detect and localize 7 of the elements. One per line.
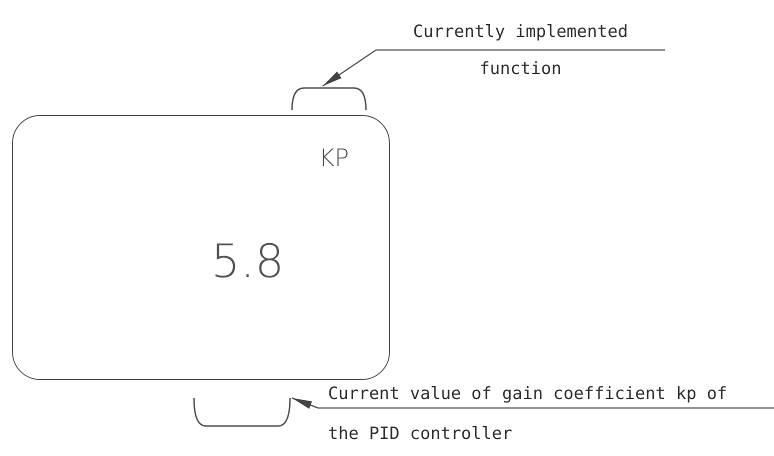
value-readout: 5.8: [211, 234, 284, 288]
display-panel: [12, 115, 390, 380]
callout-text: Current value of gain coefficient kp of the PID controller: [318, 374, 774, 454]
leader-line: [322, 49, 376, 87]
callout-text: Currently implemented function: [376, 14, 665, 88]
function-code: KP: [318, 144, 349, 172]
leader-line: [292, 397, 318, 409]
